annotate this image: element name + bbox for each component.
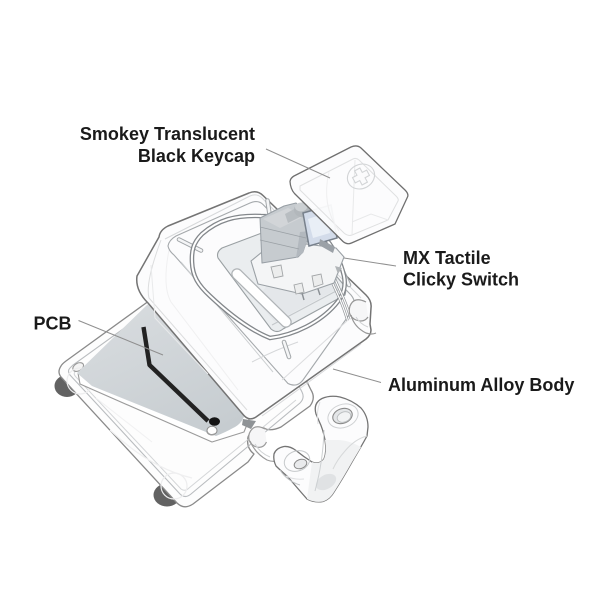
svg-text:Black Keycap: Black Keycap — [138, 146, 255, 166]
svg-text:MX Tactile: MX Tactile — [403, 248, 491, 268]
svg-text:Clicky Switch: Clicky Switch — [403, 270, 519, 290]
svg-text:PCB: PCB — [34, 314, 72, 334]
svg-text:Smokey Translucent: Smokey Translucent — [80, 124, 255, 144]
svg-text:Aluminum Alloy Body: Aluminum Alloy Body — [388, 375, 574, 395]
